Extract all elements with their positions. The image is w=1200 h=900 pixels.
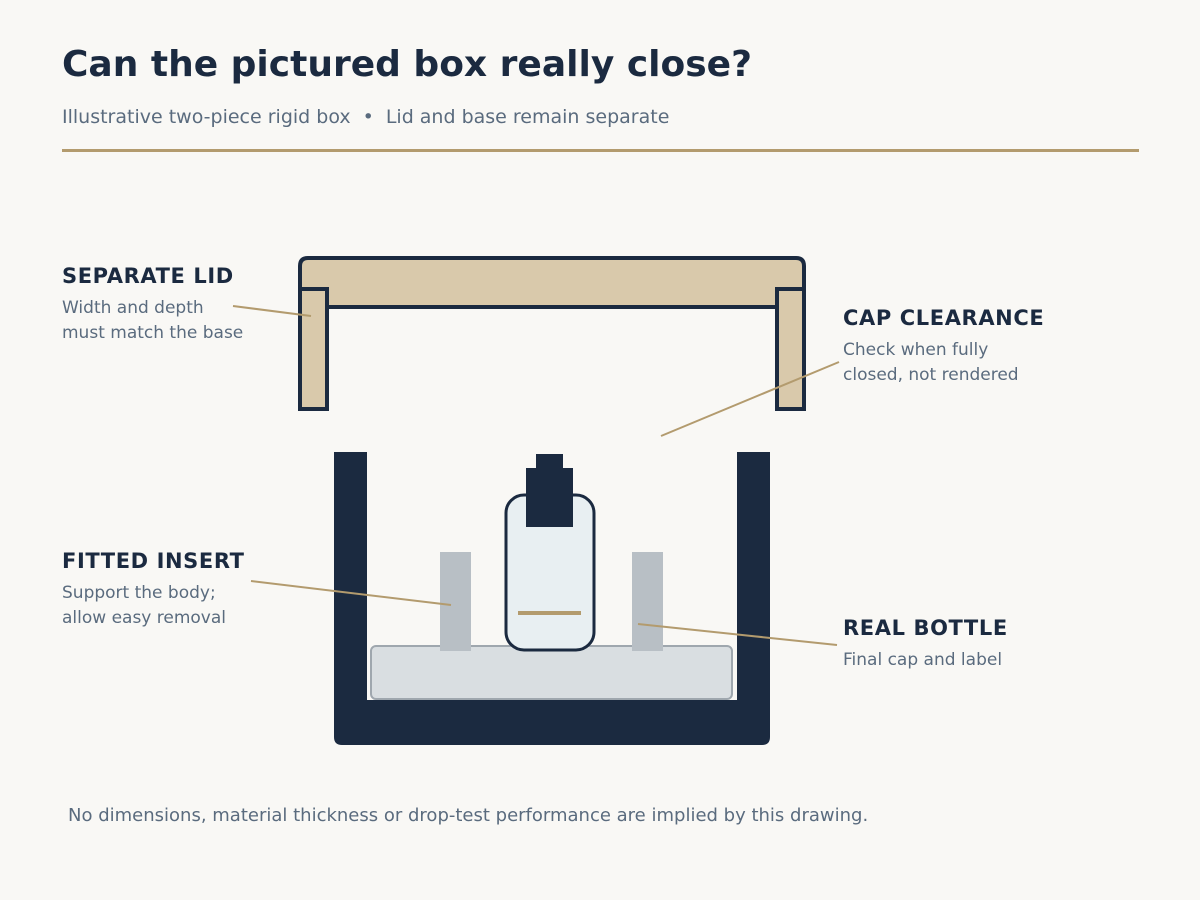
page-title: Can the pictured box really close? [62,44,752,85]
subtitle-separator: • [362,106,374,128]
insert-tray [370,645,733,700]
callout-fitted-insert-title: FITTED INSERT [62,549,245,573]
callout-separate-lid: SEPARATE LID Width and depth must match … [62,264,243,346]
callout-separate-lid-description: Width and depth must match the base [62,298,244,343]
bottle [504,454,596,652]
subtitle-lid-note: Lid and base remain separate [385,106,670,128]
lid-left-wall [298,287,329,411]
lid-top-panel [298,256,806,309]
callout-real-bottle-title: REAL BOTTLE [843,616,1008,640]
bottle-cap-top [536,454,563,470]
subtitle-box-type: Illustrative two-piece rigid box [62,106,351,128]
page-subtitle: Illustrative two-piece rigid box • Lid and… [62,106,669,128]
lid [298,256,806,411]
callout-cap-clearance: CAP CLEARANCE Check when fully closed, n… [843,306,1044,388]
insert-post-right [632,552,663,651]
leader-fitted-insert [250,580,452,606]
base-shell [334,452,770,745]
base [334,452,770,745]
callout-real-bottle: REAL BOTTLE Final cap and label [843,616,1008,673]
bottle-cap [526,468,573,527]
footnote: No dimensions, material thickness or dro… [68,805,869,826]
leader-real-bottle [637,623,838,646]
callout-separate-lid-title: SEPARATE LID [62,264,234,288]
callout-real-bottle-description: Final cap and label [843,650,1003,670]
leader-lines [232,305,840,646]
lid-right-wall [775,287,806,411]
callout-cap-clearance-title: CAP CLEARANCE [843,306,1045,330]
callout-fitted-insert: FITTED INSERT Support the body; allow ea… [62,549,245,631]
header-divider [62,149,1139,152]
callout-fitted-insert-description: Support the body; allow easy removal [62,583,227,628]
leader-cap-clearance [660,361,840,437]
leader-separate-lid [232,305,312,317]
insert-post-left [440,552,471,651]
callout-cap-clearance-description: Check when fully closed, not rendered [843,340,1019,385]
